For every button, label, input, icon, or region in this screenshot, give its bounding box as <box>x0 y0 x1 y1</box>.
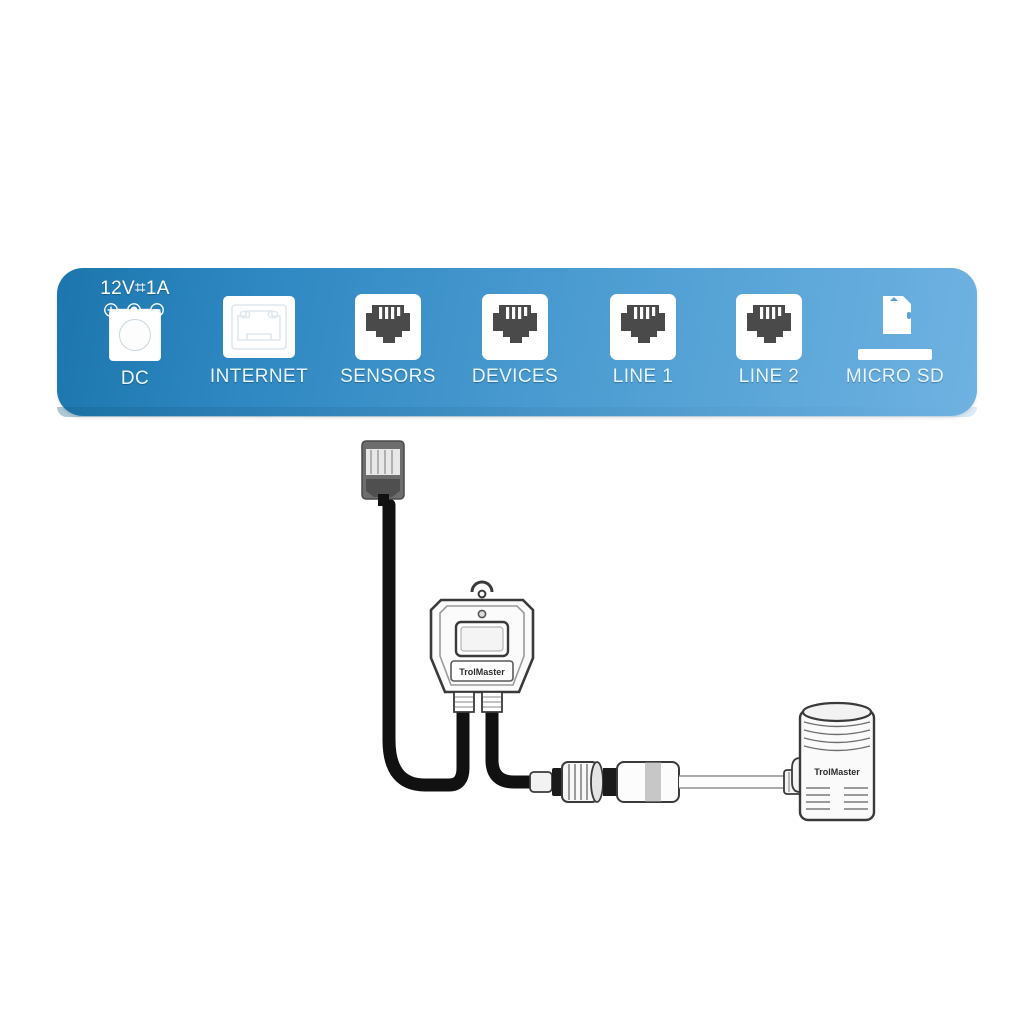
dc-barrel-jack-icon <box>109 309 161 361</box>
port-micro-sd[interactable]: MICRO SD <box>839 290 951 402</box>
port-label-internet: INTERNET <box>209 366 309 387</box>
dc-voltage-spec: 12V⌗1A <box>100 278 170 299</box>
port-line-1[interactable]: LINE 1 <box>587 290 699 402</box>
port-sensors[interactable]: SENSORS <box>332 290 444 402</box>
threaded-sensor-probe: TrolMaster <box>791 701 876 822</box>
port-label-devices: DEVICES <box>471 366 559 387</box>
rj-modular-jack-icon-sensors <box>355 294 421 360</box>
rj-modular-jack-icon-line2 <box>736 294 802 360</box>
port-label-micro-sd: MICRO SD <box>845 366 945 387</box>
rj-modular-jack-icon-devices <box>482 294 548 360</box>
black-sensor-cable-left <box>382 498 470 792</box>
circular-cable-connector <box>529 761 680 803</box>
probe-brand: TrolMaster <box>814 767 860 777</box>
port-label-line-2: LINE 2 <box>738 366 800 387</box>
micro-sd-card-icon <box>883 296 911 334</box>
port-devices[interactable]: DEVICES <box>459 290 571 402</box>
rj-modular-jack-icon-line1 <box>610 294 676 360</box>
device-port-panel: 12V⌗1A <box>57 268 977 417</box>
port-label-dc: DC <box>120 368 150 389</box>
dc-polarity-icon <box>79 302 191 318</box>
sensor-module: TrolMaster <box>429 580 535 713</box>
rj-modular-plug <box>361 440 405 506</box>
port-dc[interactable]: 12V⌗1A <box>79 278 191 402</box>
port-line-2[interactable]: LINE 2 <box>713 290 825 402</box>
port-label-sensors: SENSORS <box>340 366 436 387</box>
black-sensor-cable-right <box>485 705 537 789</box>
micro-sd-slot-icon <box>858 349 932 360</box>
port-internet[interactable]: INTERNET <box>203 290 315 402</box>
sensor-module-brand: TrolMaster <box>459 667 505 677</box>
rj45-ethernet-jack-icon <box>223 296 295 358</box>
probe-strain-relief <box>783 769 803 795</box>
port-label-line-1: LINE 1 <box>612 366 674 387</box>
